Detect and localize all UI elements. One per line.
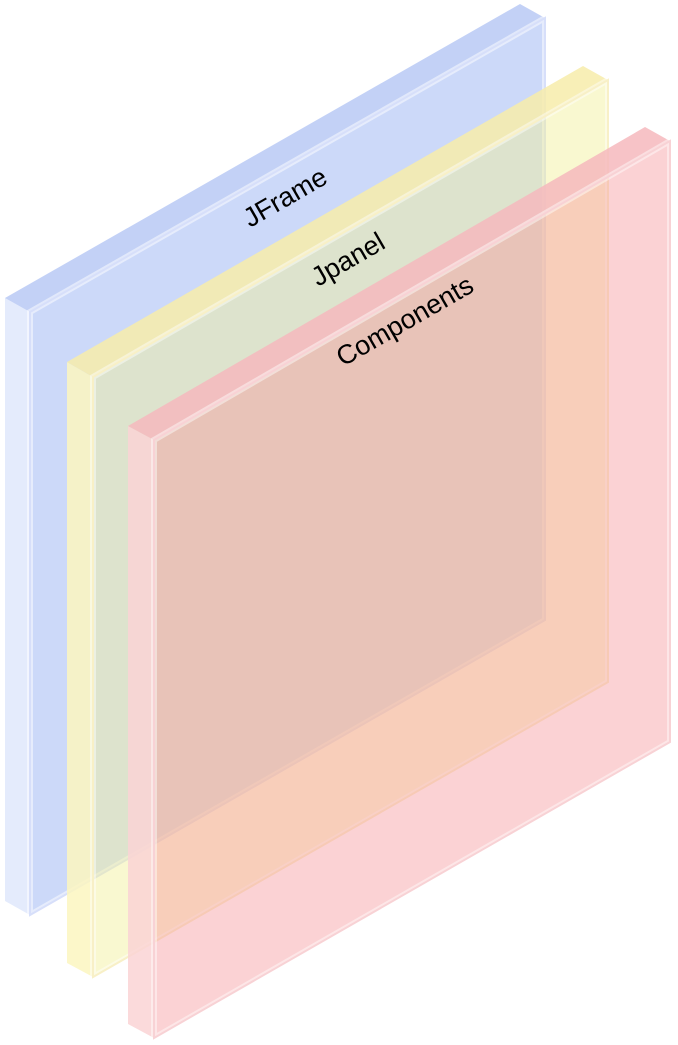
components-bevel: [151, 135, 673, 1044]
jpanel-face: [92, 78, 609, 979]
components-top-edge: [128, 127, 670, 440]
jframe-edge: [5, 298, 30, 915]
jpanel-bevel: [90, 74, 611, 983]
jframe-panel: [5, 4, 548, 921]
jpanel-panel: [67, 66, 611, 983]
components-edge: [128, 426, 154, 1038]
jframe-top-edge: [5, 4, 545, 312]
jpanel-edge: [67, 362, 93, 977]
jframe-bevel: [27, 12, 548, 921]
components-panel: [128, 127, 673, 1044]
components-face: [153, 139, 671, 1040]
jpanel-top-edge: [67, 66, 608, 377]
